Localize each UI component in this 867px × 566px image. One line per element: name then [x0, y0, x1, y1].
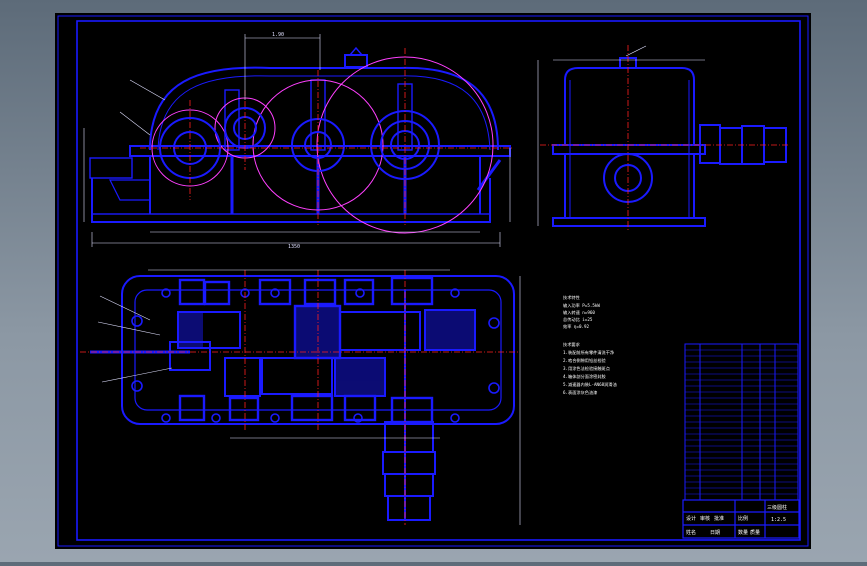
bearing-cap-left	[109, 179, 151, 201]
sheet-inner-frame	[76, 20, 801, 541]
housing-cover-outline	[149, 66, 499, 151]
tb-label-date: 日期	[710, 530, 720, 536]
front-center-lines	[140, 48, 512, 225]
title-block-frame	[682, 499, 800, 539]
tb-label-mass: 质量	[750, 529, 760, 536]
side-center-lines	[540, 45, 790, 230]
plan-input-bearing	[169, 341, 211, 371]
title-block-texts: 三级圆柱 1:2.5 设计 审核 批准 姓名 日期 比例 数量 质量	[686, 504, 787, 536]
tb-label-design: 设计	[686, 515, 696, 522]
plan-dimensions	[97, 269, 521, 525]
technical-notes: 技术特性 输入功率 P=5.5kW 输入转速 n=960 总传动比 i=25 效…	[563, 294, 617, 396]
bearing-seats-top	[178, 276, 434, 306]
front-view	[89, 46, 511, 223]
plan-gear-7	[424, 309, 476, 351]
bolt-boss-1	[224, 89, 240, 151]
tech-req-line-2: 2.啮合侧隙用铅丝检验	[563, 357, 607, 364]
plan-gear-6	[334, 357, 386, 397]
leader-2	[119, 111, 151, 136]
tb-label-name: 姓名	[686, 529, 696, 536]
inspection-cover	[344, 54, 368, 68]
tech-spec-line-2: 输入转速 n=960	[563, 309, 595, 316]
input-shaft-end	[89, 157, 133, 179]
tech-req-line-6: 6.表面涂灰色油漆	[563, 389, 597, 396]
side-dimensions	[537, 45, 705, 226]
tech-req-line-4: 4.箱体剖分面涂密封胶	[563, 373, 606, 380]
tb-label-approve: 批准	[714, 515, 724, 522]
tb-label-review: 审核	[700, 515, 710, 522]
tech-spec-title: 技术特性	[563, 294, 580, 301]
tech-req-line-3: 3.用涂色法检验接触斑点	[563, 365, 610, 372]
tech-req-line-1: 1.装配前所有零件清洗干净	[563, 349, 614, 356]
vent-plug	[349, 46, 363, 56]
side-base-plate	[552, 217, 706, 227]
drawing-scale: 1:2.5	[771, 517, 786, 523]
leader-1	[129, 79, 166, 101]
tech-spec-line-1: 输入功率 P=5.5kW	[563, 302, 600, 309]
parts-list-rows	[685, 349, 798, 495]
tech-spec-line-3: 总传动比 i=25	[563, 316, 593, 323]
dim-top-span-text: 1.90	[272, 32, 284, 38]
plan-gear-5	[339, 311, 421, 351]
bearing-seats-bottom	[178, 394, 434, 424]
oil-dipstick	[476, 159, 502, 191]
plan-section-fills	[179, 307, 474, 395]
parts-list	[684, 343, 799, 501]
base-plate	[91, 213, 491, 223]
plan-coupling-3	[387, 495, 431, 521]
front-dimensions	[83, 34, 511, 247]
sheet-outer-border	[57, 15, 809, 547]
tb-label-scale: 比例	[738, 515, 748, 522]
tech-spec-line-4: 效率 η=0.92	[563, 323, 590, 330]
dim-overall-length-text: 1350	[288, 244, 300, 250]
plan-center-lines	[80, 270, 520, 525]
housing-cover-inner	[157, 75, 491, 151]
tech-req-line-5: 5.减速器内装L-AN68润滑油	[563, 381, 617, 388]
plan-gear-2	[224, 357, 261, 397]
title-block	[682, 499, 800, 539]
drawing-name: 三级圆柱	[767, 504, 787, 511]
tb-label-qty: 数量	[738, 529, 748, 536]
tech-req-title: 技术要求	[563, 341, 581, 348]
